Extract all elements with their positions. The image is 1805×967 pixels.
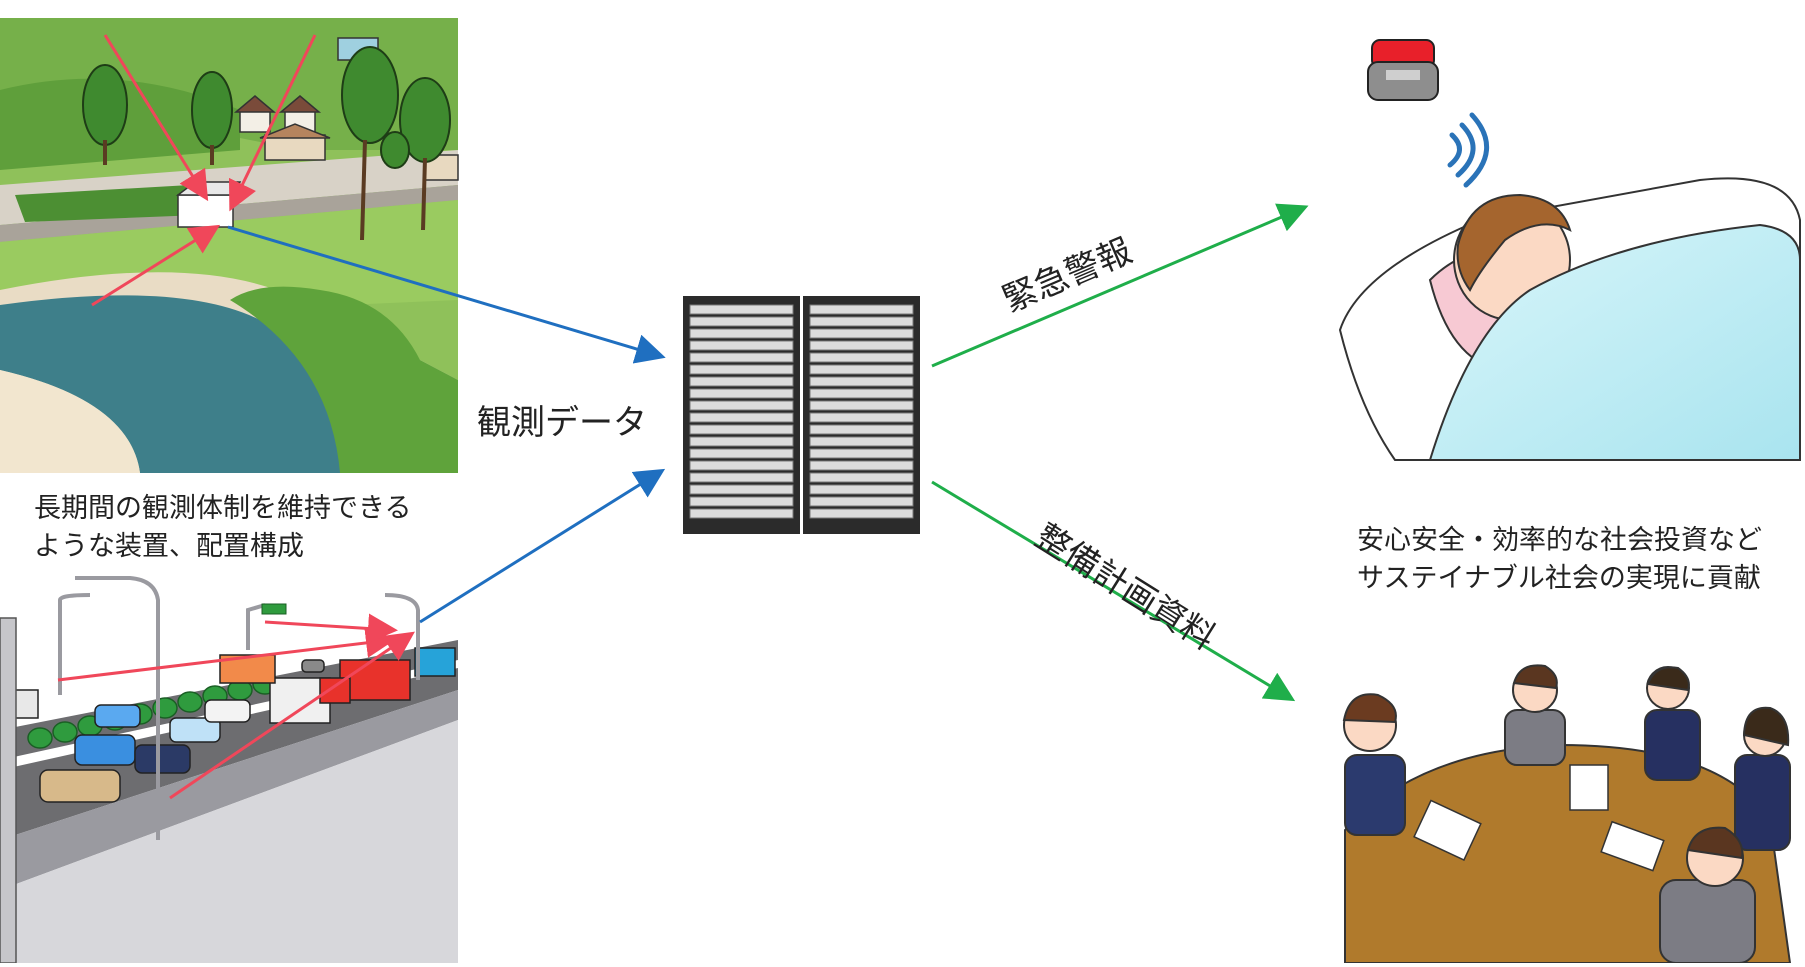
server-slot (689, 496, 794, 507)
server-slot (809, 376, 914, 387)
server-slot (689, 484, 794, 495)
server-slot (809, 436, 914, 447)
server-slot (809, 448, 914, 459)
server-slot (689, 388, 794, 399)
server-slot (689, 364, 794, 375)
meeting-illustration (1342, 664, 1792, 964)
right-caption-line2: サステイナブル社会の実現に貢献 (1357, 563, 1761, 594)
landscape-illustration (0, 18, 459, 473)
server-slot (809, 484, 914, 495)
server-slot (809, 352, 914, 363)
signal-icon (1447, 112, 1489, 188)
server-slot (809, 340, 914, 351)
server-slot (689, 304, 794, 315)
server-slot (689, 508, 794, 519)
sleeping-person-illustration (1338, 39, 1801, 461)
server-slot (689, 436, 794, 447)
arrow-server-to-alert (931, 203, 1309, 368)
server-slot (689, 328, 794, 339)
server-slot (809, 400, 914, 411)
right-caption-line1: 安心安全・効率的な社会投資など (1357, 525, 1762, 556)
server-slot (809, 328, 914, 339)
arrow-server-to-meeting (931, 480, 1296, 702)
server-slot (689, 448, 794, 459)
right-caption: 安心安全・効率的な社会投資など サステイナブル社会の実現に貢献 (1357, 522, 1762, 598)
server-slot (809, 316, 914, 327)
server-slot (809, 304, 914, 315)
server-rack (683, 296, 920, 534)
server-slot (689, 460, 794, 471)
arrow-landscape-to-server (227, 225, 666, 364)
highway-illustration (0, 576, 458, 964)
left-caption-line1: 長期間の観測体制を維持できる (34, 493, 412, 524)
server-slot (809, 460, 914, 471)
server-slot (689, 472, 794, 483)
server-slot (689, 352, 794, 363)
server-slot (809, 508, 914, 519)
server-slot (809, 388, 914, 399)
server-slot (809, 364, 914, 375)
server-slot (689, 424, 794, 435)
alarm-device-icon (1367, 39, 1439, 101)
observation-data-label: 観測データ (477, 403, 647, 443)
left-caption-line2: ような装置、配置構成 (34, 531, 304, 562)
server-slot (689, 400, 794, 411)
server-slot (809, 424, 914, 435)
server-slot (689, 412, 794, 423)
server-slot (689, 316, 794, 327)
server-slot (809, 496, 914, 507)
server-slot (809, 472, 914, 483)
server-slot (809, 412, 914, 423)
server-slot (689, 376, 794, 387)
arrows (227, 203, 1309, 702)
arrow-highway-to-server (419, 468, 666, 624)
server-slot (689, 340, 794, 351)
left-caption: 長期間の観測体制を維持できる ような装置、配置構成 (34, 490, 411, 566)
